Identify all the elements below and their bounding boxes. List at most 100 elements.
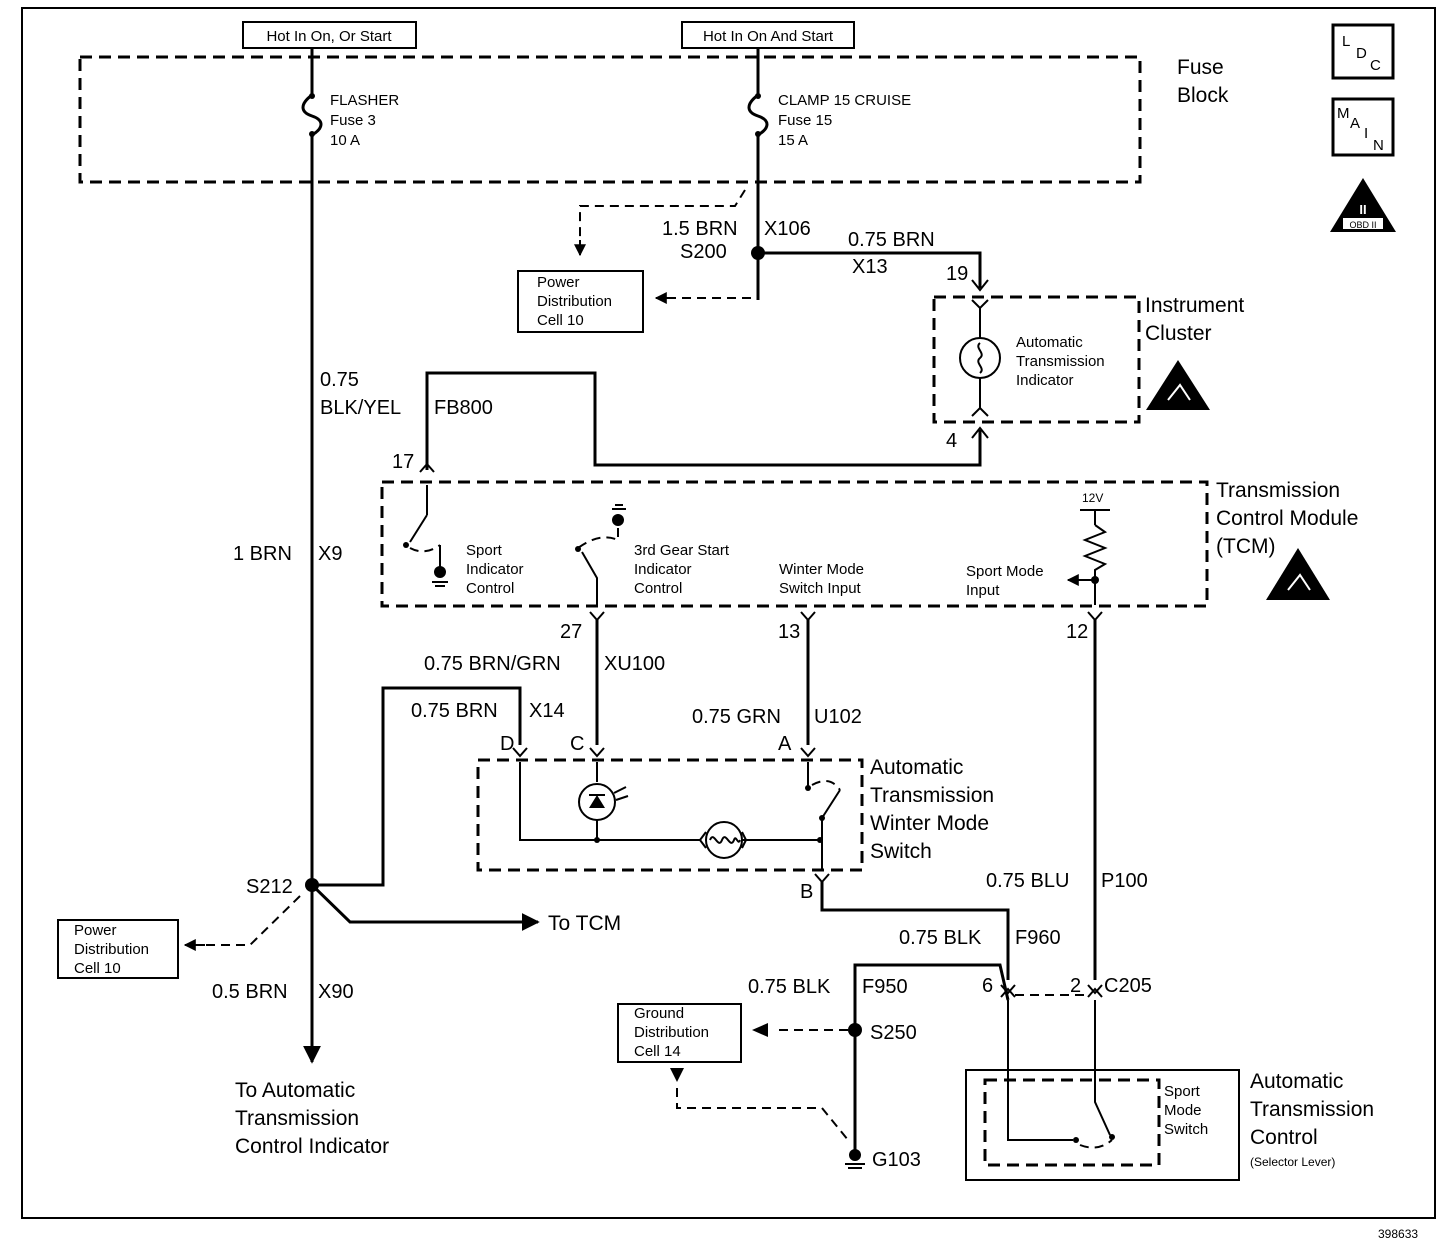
wire-fb800 [425, 371, 982, 470]
fuse-cruise-rating: 15 A [778, 132, 808, 149]
hot-left-label: Hot In On, Or Start [266, 28, 392, 45]
splice-s212-label: S212 [246, 876, 293, 898]
power-dist-top-l1: Power [537, 274, 580, 291]
pin-12-label: 12 [1066, 621, 1088, 643]
pin-B-terminal [814, 873, 830, 884]
wire-075brn-x13 [758, 251, 982, 288]
fuse-flasher-name: FLASHER [330, 92, 399, 109]
winter-switch-outline [476, 758, 864, 872]
winter-bulb-wire [699, 831, 707, 849]
ground-g103-icon [849, 1149, 861, 1161]
sport-ind-l1: Sport [466, 542, 503, 559]
hot-right-box [681, 21, 855, 49]
selector-title-1: Automatic [1250, 1070, 1343, 1093]
fuse-cruise-symbol [747, 93, 769, 137]
winter-bulb-right [741, 831, 820, 849]
wire-075grn-label: 0.75 GRN [692, 706, 781, 728]
ldc-icon-c: C [1370, 57, 1381, 74]
fuse-block-title-1: Fuse [1177, 56, 1224, 79]
wire-fb800-arrow [971, 426, 989, 439]
wire-075blk-f950-label: 0.75 BLK [748, 976, 831, 998]
wire-brn-x14 [312, 686, 522, 887]
wire-blk-f950 [853, 963, 1010, 1155]
pin-13-label: 13 [778, 621, 800, 643]
ground-dist-l2: Distribution [634, 1024, 709, 1041]
obd-icon-label-bg [1343, 218, 1383, 229]
winter-led-rays [613, 786, 629, 801]
sport-input-l2: Input [966, 582, 1000, 599]
fuse-block-outline [78, 55, 1142, 184]
esd-icon-tcm [1266, 548, 1330, 600]
pin-D-terminal [512, 747, 528, 758]
wire-f960-label: F960 [1015, 927, 1061, 949]
power-dist-top-l2: Distribution [537, 293, 612, 310]
tcm-title-1: Transmission [1216, 479, 1340, 502]
wire-blkyel-label: BLK/YEL [320, 397, 401, 419]
esd-icon-cluster [1146, 360, 1210, 410]
wire-u102-label: U102 [814, 706, 862, 728]
third-gear-contact [575, 546, 581, 552]
pin-6-label: 6 [982, 975, 993, 997]
esd-icon-tcm-hand [1287, 573, 1311, 591]
pin-6-terminal [1000, 984, 1016, 998]
winter-led-diode [589, 795, 605, 808]
main-icon-i: I [1364, 125, 1368, 142]
winter-bulb-filament [709, 836, 741, 844]
sport-ind-l2: Indicator [466, 561, 524, 578]
pin-2-terminal [1087, 984, 1103, 998]
ldc-icon [1331, 23, 1395, 80]
pin-A-terminal [800, 747, 816, 758]
main-icon-m: M [1337, 105, 1350, 122]
power-dist-left-l1: Power [74, 922, 117, 939]
third-gear-l2: Indicator [634, 561, 692, 578]
pin-C-label: C [570, 733, 584, 755]
ic-indicator-l3: Indicator [1016, 372, 1074, 389]
diagram-frame [21, 7, 1436, 1219]
winter-input-l1: Winter Mode [779, 561, 864, 578]
main-icon-n: N [1373, 137, 1384, 154]
pin-A-label: A [778, 733, 792, 755]
winter-input-l2: Switch Input [779, 580, 862, 597]
figure-id: 398633 [1378, 1227, 1418, 1241]
splice-s250-label: S250 [870, 1022, 917, 1044]
splice-s250 [848, 1023, 862, 1037]
winter-switch-dash [811, 780, 841, 791]
obd-icon-ii: II [1359, 202, 1366, 217]
tcm-12v-label: 12V [1082, 491, 1103, 505]
to-atci-l3: Control Indicator [235, 1135, 389, 1158]
selector-contact-6 [1073, 1137, 1079, 1143]
winter-switch-blade-node [819, 815, 825, 821]
third-gear-switch [581, 551, 598, 605]
pin-D-label: D [500, 733, 514, 755]
instrument-cluster-outline [932, 295, 1141, 424]
dash-s200-power-dist [579, 189, 746, 250]
wire-x13-label: X13 [852, 256, 888, 278]
hot-right-label: Hot In On And Start [703, 28, 834, 45]
wire-x13-arrow [971, 279, 989, 292]
selector-switch-l2: Mode [1164, 1102, 1202, 1119]
wire-p100-label: P100 [1101, 870, 1148, 892]
pin-17-label: 17 [392, 451, 414, 473]
to-atci-l1: To Automatic [235, 1079, 355, 1102]
sport-indicator-switch [409, 485, 428, 543]
winter-switch-d-wire [519, 762, 700, 841]
pin-4-label: 4 [946, 430, 957, 452]
wire-075-label: 0.75 [320, 369, 359, 391]
ground-g103-lines [845, 1163, 865, 1169]
third-gear-l1: 3rd Gear Start [634, 542, 730, 559]
fuse-cruise-terminal-top [755, 93, 761, 99]
wire-x90-label: X90 [318, 981, 354, 1003]
selector-wire-2 [1094, 1000, 1111, 1136]
sport-indicator-ground-lines [432, 581, 448, 587]
connector-c205-label: C205 [1104, 975, 1152, 997]
wire-075brn-x14-label: 0.75 BRN [411, 700, 498, 722]
tcm-outline [380, 480, 1209, 608]
sport-indicator-dash [409, 544, 441, 553]
fuse-flasher-terminal-top [309, 93, 315, 99]
power-dist-top-box [517, 270, 644, 333]
fuse-flasher-rating: 10 A [330, 132, 360, 149]
sport-indicator-contact [403, 542, 409, 548]
pin-12-terminal [1087, 611, 1103, 622]
fuse-flasher-symbol [301, 93, 323, 137]
selector-wire-6 [1007, 1000, 1073, 1141]
